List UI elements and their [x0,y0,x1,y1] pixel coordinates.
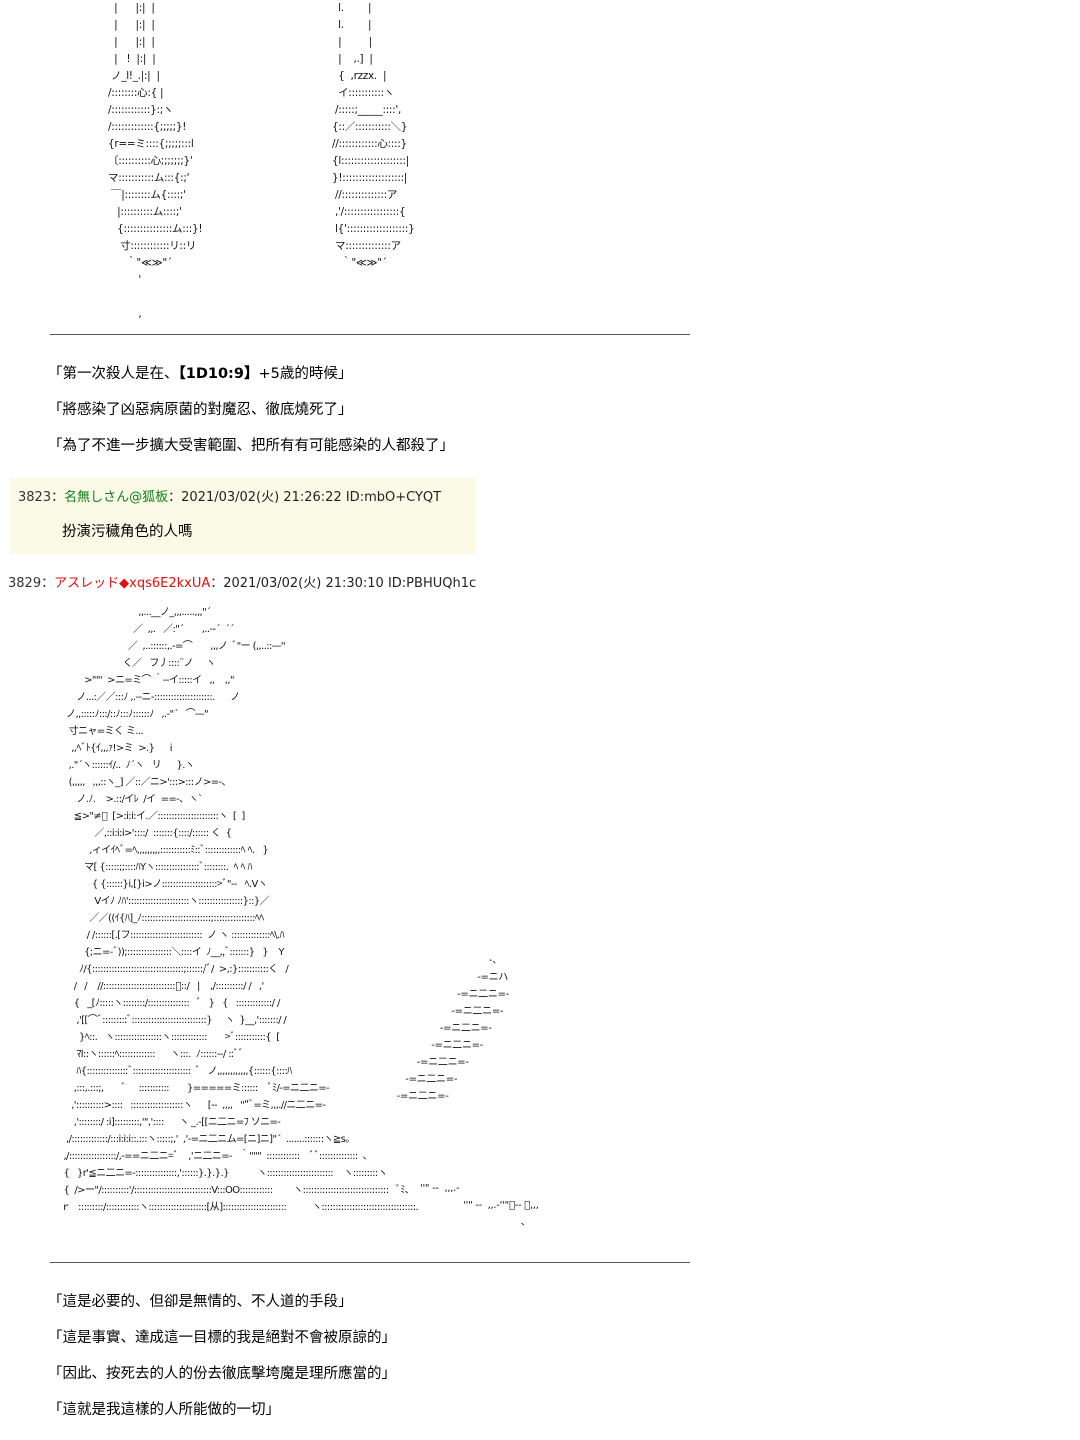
post-meta: ：2021/03/02(火) 21:26:22 ID:mbO+CYQT [168,490,442,505]
post-body-3823: 扮演污穢角色的人嗎 [62,524,193,540]
dice-roll: 【1D10:9】 [178,366,259,382]
poster-name[interactable]: 名無しさん@狐板 [64,490,169,505]
post-number[interactable]: 3823 [18,490,52,505]
dialogue-text: 「第一次殺人是在、 [48,366,179,382]
dialogue-line-2: 「將感染了凶惡病原菌的對魔忍、徹底燒死了」 [48,402,353,418]
dialogue-line-5: 「這是事實、達成這一目標的我是絕對不會被原諒的」 [48,1330,396,1346]
header-separator: ： [41,576,55,591]
dialogue-line-7: 「這就是我這樣的人所能做的一切」 [48,1402,280,1418]
dialogue-line-3: 「為了不進一步擴大受害範圍、把所有有可能感染的人都殺了」 [48,438,454,454]
aa-ground-marks: ''" ‐‐ ,,,.- ''" ‐‐ ,,.‐''"ﾞ‐- 。,,, 、 [420,1183,539,1228]
aa-right-figure: l. | l. | | | | ,.] | { ,rzzx. | イ::::::… [332,2,415,269]
dialogue-line-6: 「因此、按死去的人的份去徹底擊垮魔是理所應當的」 [48,1366,396,1382]
post-header-3823: 3823：名無しさん@狐板：2021/03/02(火) 21:26:22 ID:… [18,486,441,505]
post-meta: ：2021/03/02(火) 21:30:10 ID:PBHUQh1c [210,576,477,591]
divider-top [50,334,690,335]
response-highlight-box [10,478,476,554]
divider-bottom [50,1262,690,1263]
post-number[interactable]: 3829 [8,576,42,591]
poster-name[interactable]: アスレッド [54,576,120,591]
dialogue-text: +5歳的時候」 [258,366,353,382]
header-separator: ： [51,490,65,505]
post-header-3829: 3829：アスレッド◆xqs6E2kxUA：2021/03/02(火) 21:3… [8,572,476,591]
aa-left-figure: | |:| | | |:| | | |:| | | ! |:| | ノ_l!_.… [108,2,203,320]
dialogue-line-4: 「這是必要的、但卻是無情的、不人道的手段」 [48,1294,353,1310]
aa-sword: -、 -=ニハ -=ニ二ニ=- -=ニ二ニ=- -=ニ二ニ=- -=ニ二ニ=- … [396,955,510,1102]
aa-character-figure: ,,...__ノ_,,,.....,,,"´ ／ ,,. ／:"´ ,..-‐´… [60,607,419,1213]
poster-trip: ◆xqs6E2kxUA [119,576,211,591]
dialogue-line-1: 「第一次殺人是在、【1D10:9】+5歳的時候」 [48,362,352,383]
